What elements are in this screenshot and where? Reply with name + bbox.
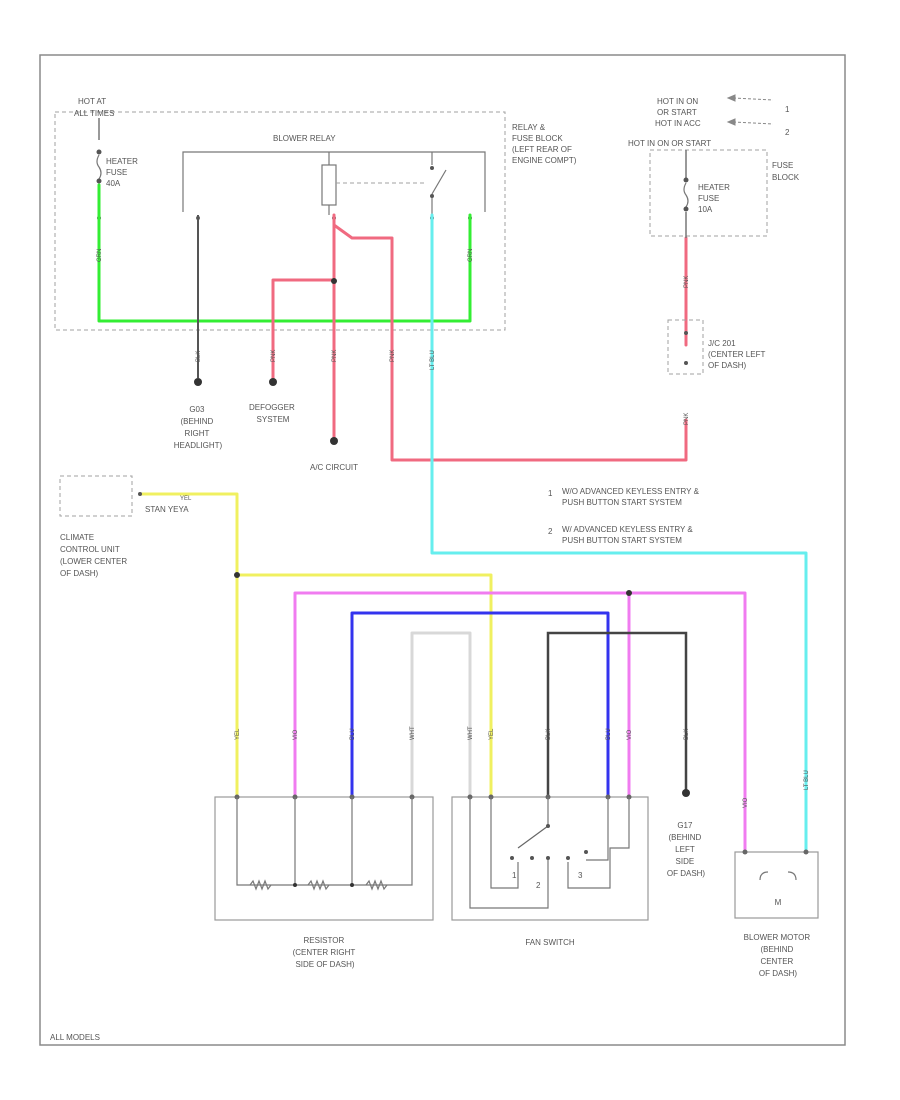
switch-pos-2: 2 [536, 881, 541, 890]
wire-code-labels: GRN GRN BLK PNK PNK PNK LT BLU PNK PNK Y… [97, 249, 810, 808]
svg-text:WHT: WHT [468, 726, 474, 740]
blower-motor-label: BLOWER MOTOR (BEHIND CENTER OF DASH) [744, 933, 813, 978]
jc-201-label: J/C 201 (CENTER LEFT OF DASH) [708, 339, 767, 370]
hot-note-1: 1 [785, 105, 790, 114]
svg-text:LT BLU: LT BLU [430, 350, 436, 370]
stan-label: STAN YEYA [145, 505, 189, 514]
svg-text:YEL: YEL [235, 728, 241, 740]
fan-switch: 1 2 3 FAN SWITCH [451, 794, 649, 947]
hot-note-2: 2 [785, 128, 790, 137]
svg-text:BLU: BLU [606, 728, 612, 740]
resistor-label: RESISTOR (CENTER RIGHT SIDE OF DASH) [293, 936, 358, 969]
wire-yellow [138, 492, 493, 797]
heater-fuse-10a-label: HEATER FUSE 10A [698, 183, 732, 214]
wire-cyan [430, 213, 808, 854]
svg-text:VIO: VIO [743, 797, 749, 808]
switch-pos-3: 3 [578, 871, 583, 880]
blower-relay: BLOWER RELAY [182, 134, 486, 215]
relay-fuse-block-label: RELAY & FUSE BLOCK (LEFT REAR OF ENGINE … [512, 123, 577, 165]
svg-text:BLK: BLK [684, 729, 690, 740]
svg-text:WHT: WHT [410, 726, 416, 740]
note-1-text: W/O ADVANCED KEYLESS ENTRY & PUSH BUTTON… [562, 487, 701, 507]
g17-label: G17 (BEHIND LEFT SIDE OF DASH) [667, 821, 706, 878]
hot-at-all-times-label: HOT AT ALL TIMES [74, 97, 114, 118]
svg-text:VIO: VIO [627, 729, 633, 740]
ac-circuit-label: A/C CIRCUIT [310, 463, 358, 472]
heater-fuse-40a-label: HEATER FUSE 40A [106, 157, 140, 188]
svg-text:YEL: YEL [180, 496, 192, 502]
g03-label: G03 (BEHIND RIGHT HEADLIGHT) [174, 405, 223, 450]
jc-201: J/C 201 (CENTER LEFT OF DASH) [667, 319, 767, 375]
heater-fuse-40a: HEATER FUSE 40A [96, 118, 140, 188]
defogger-label: DEFOGGER SYSTEM [249, 403, 297, 424]
resistor: RESISTOR (CENTER RIGHT SIDE OF DASH) [214, 794, 434, 969]
relay-fuse-block: HOT AT ALL TIMES RELAY & FUSE BLOCK (LEF… [54, 97, 577, 331]
climate-control-unit: STAN YEYA CLIMATE CONTROL UNIT (LOWER CE… [59, 475, 189, 578]
heater-fuse-10a: HEATER FUSE 10A [683, 150, 732, 238]
note-2-text: W/ ADVANCED KEYLESS ENTRY & PUSH BUTTON … [562, 525, 695, 545]
svg-text:YEL: YEL [489, 728, 495, 740]
wire-black-g17 [546, 631, 690, 797]
wire-blue [350, 611, 610, 797]
fan-switch-label: FAN SWITCH [525, 938, 575, 947]
svg-text:PNK: PNK [271, 350, 277, 362]
blower-relay-label: BLOWER RELAY [273, 134, 336, 143]
svg-text:PNK: PNK [684, 413, 690, 425]
svg-text:PNK: PNK [332, 350, 338, 362]
climate-control-unit-label: CLIMATE CONTROL UNIT (LOWER CENTER OF DA… [60, 533, 129, 578]
relay-connector-pins [97, 216, 472, 220]
switch-pos-1: 1 [512, 871, 517, 880]
svg-text:BLU: BLU [350, 728, 356, 740]
svg-text:LT BLU: LT BLU [804, 770, 810, 790]
blower-motor: M BLOWER MOTOR (BEHIND CENTER OF DASH) [734, 849, 819, 978]
svg-text:BLK: BLK [546, 729, 552, 740]
wire-black-g03 [194, 215, 202, 386]
svg-text:BLK: BLK [196, 351, 202, 362]
svg-text:PNK: PNK [390, 350, 396, 362]
wire-pink-relay [269, 213, 688, 462]
note-1-number: 1 [548, 489, 553, 498]
hot-in-on-label: HOT IN ON OR START HOT IN ACC HOT IN ON … [628, 97, 711, 148]
wire-white [410, 631, 472, 797]
fuse-block-right: HOT IN ON OR START HOT IN ACC HOT IN ON … [628, 94, 800, 375]
diagram-frame [39, 54, 846, 1046]
hot-note-arrows [726, 94, 774, 126]
svg-text:PNK: PNK [684, 276, 690, 288]
svg-text:GRN: GRN [97, 249, 103, 262]
svg-text:VIO: VIO [293, 729, 299, 740]
wire-green-ground [97, 183, 472, 323]
footer-label: ALL MODELS [50, 1033, 100, 1042]
notes: 1 W/O ADVANCED KEYLESS ENTRY & PUSH BUTT… [548, 487, 701, 545]
wire-violet [293, 590, 747, 854]
svg-text:GRN: GRN [468, 249, 474, 262]
note-2-number: 2 [548, 527, 553, 536]
fuse-block-label: FUSE BLOCK [772, 161, 800, 182]
motor-symbol: M [775, 898, 782, 907]
